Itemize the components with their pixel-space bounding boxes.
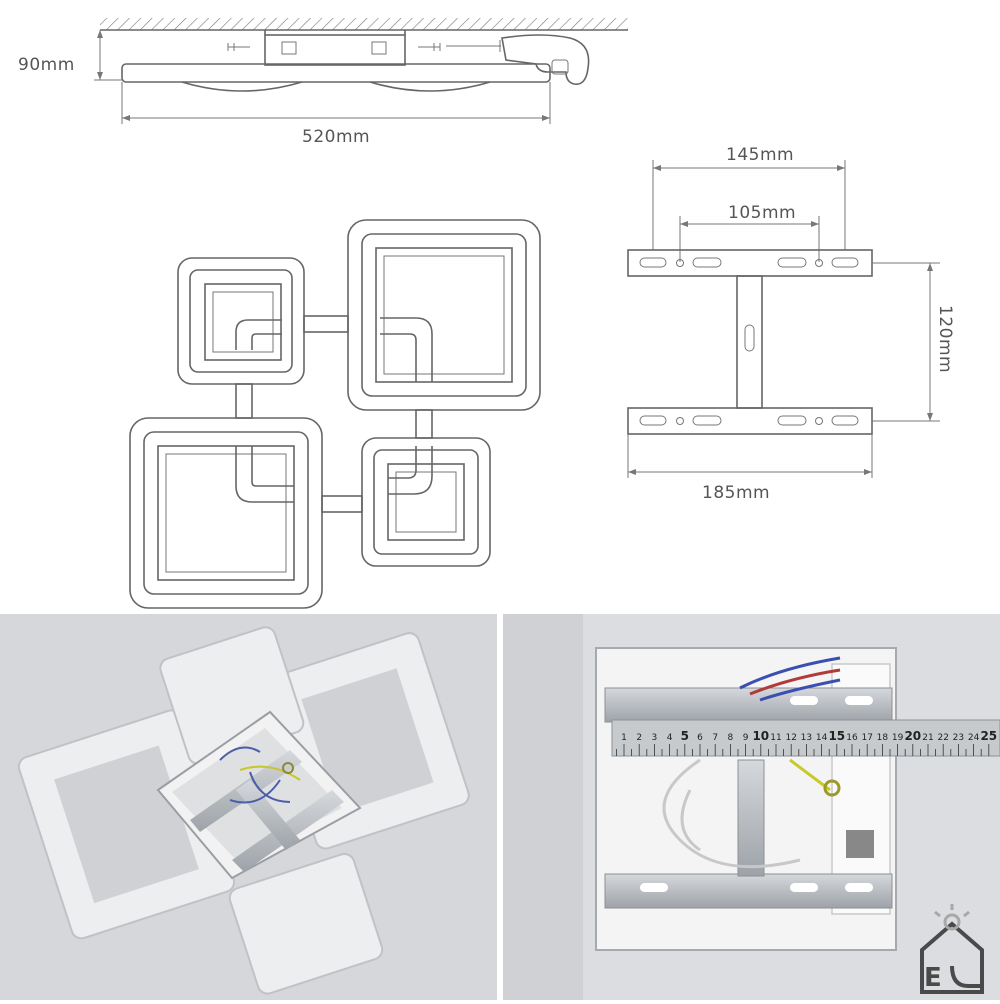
connector-bar xyxy=(235,383,253,419)
bracket-inner-label: 105mm xyxy=(728,203,796,223)
house-logo-icon: E xyxy=(920,904,984,994)
ruler-label: 7 xyxy=(712,733,718,743)
bracket-bottom-plate xyxy=(627,407,873,435)
ruler-label: 18 xyxy=(877,733,889,743)
ruler-label: 16 xyxy=(846,733,858,743)
square-bottom-right xyxy=(361,437,491,567)
svg-text:E: E xyxy=(924,963,942,993)
ruler-label: 8 xyxy=(728,733,734,743)
ruler-label: 23 xyxy=(953,733,964,743)
ruler-label: 25 xyxy=(980,729,997,743)
ruler-label: 1 xyxy=(621,733,627,743)
bracket-drawing: 145mm 105mm 120mm 185mm xyxy=(627,145,955,503)
photo-fixture-back xyxy=(0,612,497,1000)
ruler-label: 22 xyxy=(937,733,948,743)
connector-bar xyxy=(321,495,363,513)
bracket-vertical xyxy=(737,759,765,877)
bracket-height-label: 120mm xyxy=(935,305,955,373)
bracket-top-plate xyxy=(627,249,873,277)
ruler-label: 4 xyxy=(667,733,673,743)
ruler-label: 17 xyxy=(861,733,872,743)
ceiling-hatch xyxy=(100,18,628,30)
ruler-label: 2 xyxy=(636,733,642,743)
ruler-label: 3 xyxy=(652,733,658,743)
hand-icon xyxy=(501,34,590,85)
ruler-label: 14 xyxy=(816,733,828,743)
connector-bar xyxy=(303,315,349,333)
square-top-right xyxy=(347,219,541,411)
ruler-label: 6 xyxy=(697,733,703,743)
side-view: 90mm 520mm xyxy=(18,18,628,147)
mounting-box xyxy=(264,34,406,66)
ruler-label: 10 xyxy=(752,729,769,743)
ruler-label: 11 xyxy=(770,733,781,743)
ruler-label: 15 xyxy=(828,729,845,743)
ruler-label: 24 xyxy=(968,733,980,743)
screw-icon xyxy=(227,43,250,51)
bracket-vertical-bar xyxy=(736,275,763,409)
bracket-outer-label: 145mm xyxy=(726,145,794,165)
ruler-label: 5 xyxy=(681,729,689,743)
ruler-label: 13 xyxy=(801,733,812,743)
width-label: 520mm xyxy=(302,127,370,147)
ruler-label: 9 xyxy=(743,733,749,743)
screwdriver-icon xyxy=(446,40,501,52)
ruler-label: 12 xyxy=(785,733,796,743)
bracket-top xyxy=(604,687,893,723)
bracket-width-label: 185mm xyxy=(702,483,770,503)
connector-bar xyxy=(415,409,433,439)
height-label: 90mm xyxy=(18,55,75,75)
ruler-label: 20 xyxy=(904,729,921,743)
ruler-label: 21 xyxy=(922,733,933,743)
acrylic-panel xyxy=(228,852,384,995)
top-view xyxy=(129,219,541,609)
screw-icon xyxy=(418,43,441,51)
square-bottom-left xyxy=(129,417,323,609)
lamp-body-side xyxy=(121,63,551,83)
ruler-label: 19 xyxy=(892,733,904,743)
